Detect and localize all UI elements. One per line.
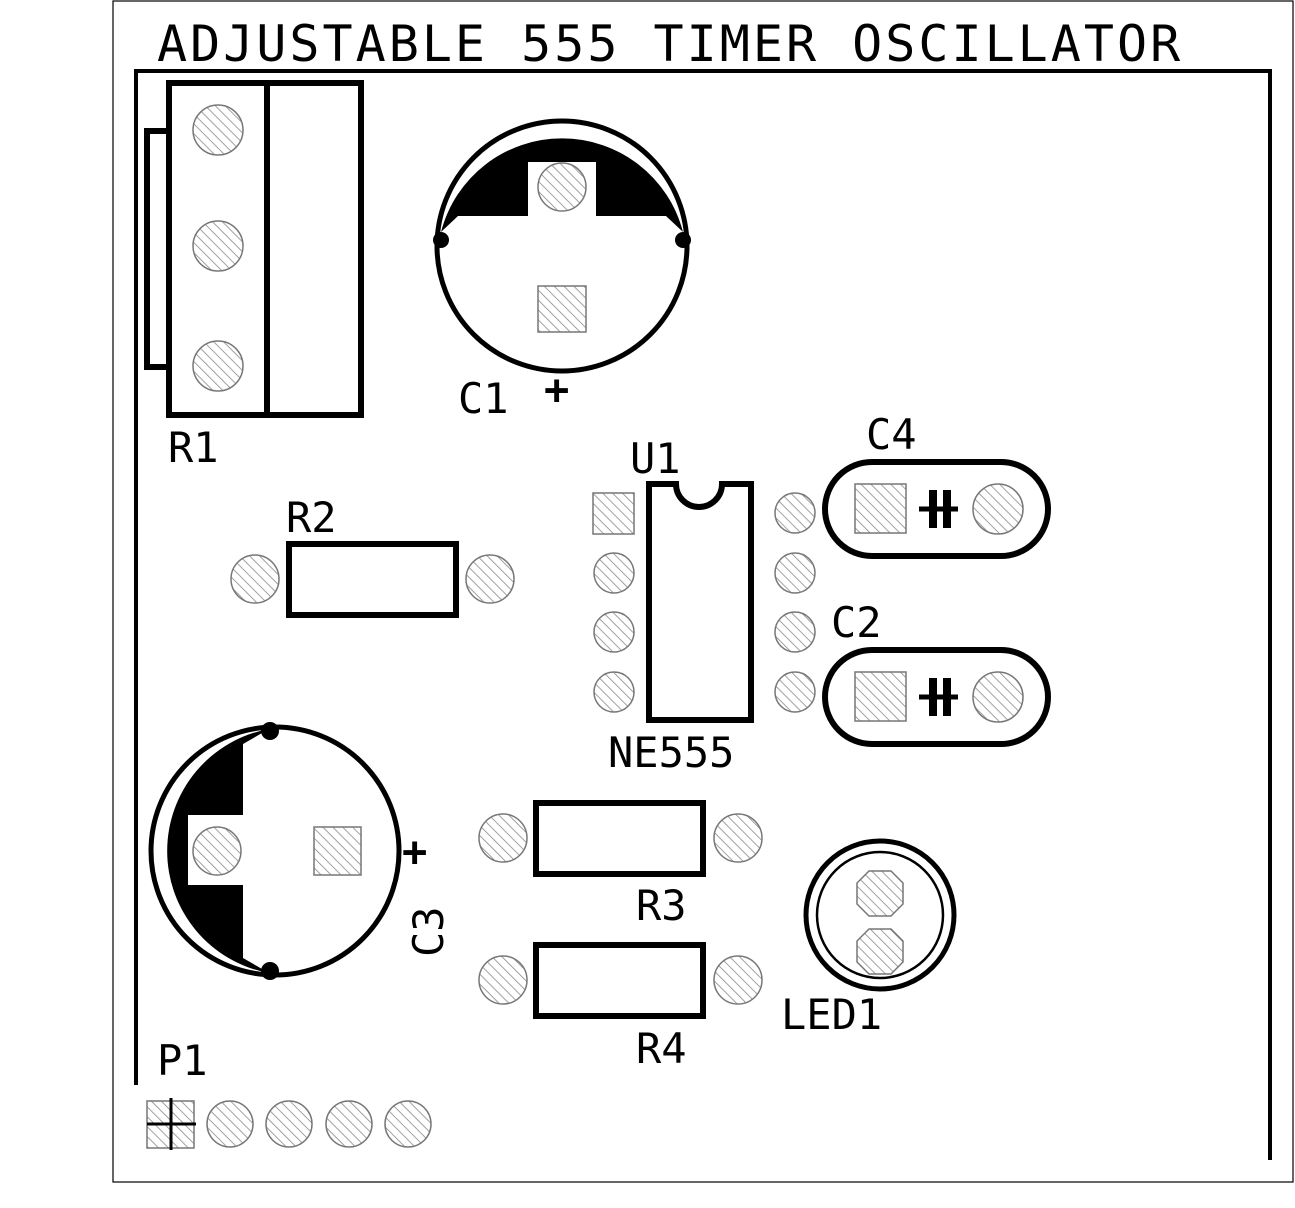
u1-pin-8	[774, 492, 816, 534]
c2-pad-1	[854, 671, 907, 722]
r4-label: R4	[636, 1024, 687, 1073]
led1-pad-1	[856, 870, 904, 917]
r2-label: R2	[286, 493, 337, 542]
r3-pad-2	[713, 813, 763, 863]
led1-pad-2	[856, 928, 904, 975]
r1-pad-3	[192, 340, 244, 392]
board-title: ADJUSTABLE 555 TIMER OSCILLATOR	[157, 15, 1183, 73]
r1-pad-1	[192, 104, 244, 156]
u1-pin-1	[592, 492, 635, 535]
p1-pin-5	[384, 1100, 432, 1148]
u1-pin-2	[593, 552, 635, 594]
r2-pad-2	[465, 554, 515, 604]
c2-label: C2	[831, 598, 882, 647]
led1: LED1	[781, 838, 957, 1039]
c3-pad-2	[313, 826, 362, 876]
board-edge	[112, 0, 1294, 1183]
p1-header: P1	[146, 1036, 432, 1150]
c2-capacitor: C2	[822, 598, 1051, 747]
p1-pin-2	[206, 1100, 254, 1148]
r3-label: R3	[636, 881, 687, 930]
r2-resistor: R2	[230, 493, 515, 618]
c2-capacitor-icon	[919, 678, 958, 716]
r1-potentiometer: R1	[144, 80, 364, 472]
c1-pad-1	[537, 162, 587, 212]
r3-pad-1	[478, 813, 528, 863]
c4-label: C4	[866, 410, 917, 459]
u1-pin-6	[774, 611, 816, 653]
u1-label: U1	[630, 434, 681, 483]
c3-pad-1	[192, 826, 242, 876]
silkscreen-frame	[134, 69, 1272, 1160]
r1-label: R1	[168, 423, 219, 472]
c4-pad-2	[972, 483, 1024, 535]
c3-polarity: +	[402, 827, 427, 876]
r3-resistor: R3	[478, 800, 763, 930]
u1-pin-4	[593, 671, 635, 713]
r1-pad-2	[192, 220, 244, 272]
u1-pin-5	[774, 671, 816, 713]
c2-pad-2	[972, 671, 1024, 723]
r4-pad-2	[713, 955, 763, 1005]
c4-capacitor: C4	[822, 410, 1051, 559]
r2-pad-1	[230, 554, 280, 604]
c1-pad-2	[537, 285, 587, 333]
p1-pin-3	[265, 1100, 313, 1148]
c4-capacitor-icon	[919, 490, 958, 528]
p1-label: P1	[157, 1036, 208, 1085]
c3-capacitor: + C3	[148, 722, 453, 980]
led1-label: LED1	[781, 990, 882, 1039]
p1-pin-4	[325, 1100, 373, 1148]
u1-ic: U1 NE555	[592, 434, 816, 777]
c1-polarity: +	[544, 365, 569, 414]
u1-pin-3	[593, 611, 635, 653]
u1-value: NE555	[608, 728, 734, 777]
r4-pad-1	[478, 955, 528, 1005]
c1-capacitor: C1 +	[433, 118, 691, 423]
u1-pin-7	[774, 552, 816, 594]
c4-pad-1	[854, 483, 907, 534]
r4-resistor: R4	[478, 942, 763, 1073]
c3-label: C3	[404, 906, 453, 957]
c1-label: C1	[458, 374, 509, 423]
